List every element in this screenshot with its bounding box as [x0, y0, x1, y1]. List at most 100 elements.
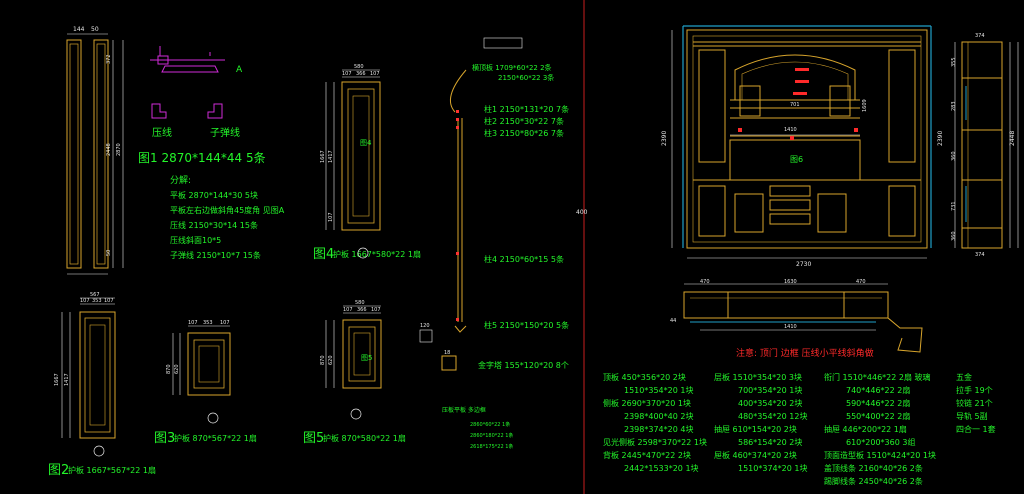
col3-row-1: 衔门 1510*446*22 2扇 玻璃 [824, 372, 931, 382]
cabinet-dim-height: 2390 [661, 131, 668, 146]
fig5-panel [342, 319, 382, 389]
side-dim-4: 731 [951, 201, 957, 211]
col2-row-1: 层板 1510*354*20 3块 [714, 372, 802, 382]
column-list-2: 2860*180*22 1条 [470, 432, 513, 439]
col3-row-8: 盖顶线条 2160*40*26 2条 [824, 463, 923, 473]
fig4-dim-width: 580 [354, 64, 364, 70]
fig2-dimension-lines [61, 297, 115, 438]
fig1-parts-header: 分解: [170, 174, 191, 186]
fig2-dim-c: 107 [104, 298, 114, 304]
fig4-inner-label: 图4 [360, 139, 372, 147]
col3-row-7: 顶面造型板 1510*424*20 1块 [824, 450, 936, 460]
col2-row-3: 400*354*20 2块 [738, 398, 802, 408]
hardware-row-3: 导轨 5副 [956, 411, 988, 421]
fig4-dim-b: 366 [356, 71, 366, 77]
fig3-label: 图3 [154, 431, 175, 446]
cabinet-note: 注意: 顶门 边框 压线小平线斜角做 [736, 347, 874, 359]
fig1-section-a-detail [150, 46, 225, 119]
fig1-part-5: 子弹线 2150*10*7 15条 [170, 250, 261, 260]
mold-label: 子弹线 [210, 126, 240, 139]
cabinet-dim-upper: 1609 [862, 99, 868, 112]
col2-row-7: 屉板 460*374*20 2块 [714, 450, 797, 460]
column-small-dim-2: 18 [444, 350, 450, 356]
fig3-dim-total: 870 [166, 364, 172, 374]
cabinet-label: 图6 [790, 155, 803, 164]
cabinet-dim-opening: 1410 [784, 127, 797, 133]
fig1-part-4: 压线斜面10*5 [170, 235, 221, 245]
column-list-3: 2618*175*22 1条 [470, 443, 513, 450]
fig3-dim-c: 107 [220, 320, 230, 326]
column-gold-label: 金字塔 155*120*20 8个 [478, 360, 569, 370]
fig2-dim-b: 353 [92, 298, 102, 304]
side-view-dimension-lines [954, 42, 1019, 248]
plan-dim-left: 470 [700, 279, 710, 285]
col1-row-4: 2398*400*40 2块 [624, 411, 693, 421]
col2-row-4: 480*354*20 12块 [738, 411, 807, 421]
plan-dim-side: 44 [670, 318, 676, 324]
side-dim-total: 2390 [937, 131, 944, 146]
fig3-dim-inner: 620 [174, 364, 180, 374]
col1-row-8: 2442*1533*20 1块 [624, 463, 699, 473]
material-table-col1: 顶板 450*356*20 2块 1510*354*20 1块 侧板 2690*… [603, 372, 707, 473]
fig3-dim-a: 107 [188, 320, 198, 326]
material-table-col2: 层板 1510*354*20 3块 700*354*20 1块 400*354*… [714, 372, 807, 473]
fig3-dimension-lines [172, 325, 230, 395]
fig4-panel [341, 81, 381, 231]
fig1-dim-bottom: 50 [106, 250, 112, 256]
fig5-dim-a: 107 [343, 307, 353, 313]
fig4-dimension-lines [325, 69, 380, 230]
col2-row-5: 抽屉 610*154*20 2块 [714, 424, 797, 434]
section-markers [93, 247, 369, 457]
plan-dim-center: 1630 [784, 279, 797, 285]
fig1-dim-top: 372 [106, 54, 112, 64]
column-top-label-1: 横顶板 1709*60*22 2条 [472, 63, 552, 72]
pressline-label: 压线 [152, 126, 172, 139]
hardware-row-2: 铰链 21个 [956, 398, 993, 408]
fig5-dim-inner: 620 [328, 355, 334, 365]
col3-row-3: 590*446*22 2扇 [846, 398, 910, 408]
cabinet-dimension-lines [671, 30, 927, 259]
col2-row-2: 700*354*20 1块 [738, 385, 802, 395]
col1-row-3: 侧板 2690*370*20 1块 [603, 398, 691, 408]
col1-row-5: 2398*374*20 4块 [624, 424, 693, 434]
fig1-dim-mid: 2448 [106, 143, 112, 156]
fig5-label: 图5 [303, 431, 324, 446]
column-label-4: 柱4 2150*60*15 5条 [484, 254, 564, 264]
fig5-dimension-lines [325, 305, 381, 388]
fig2-dim-a: 107 [80, 298, 90, 304]
fig1-dim-total: 2870 [116, 143, 122, 156]
fig2-dim-total: 1667 [54, 373, 60, 386]
col1-row-2: 1510*354*20 1块 [624, 385, 693, 395]
hardware-list: 五金 拉手 19个 铰链 21个 导轨 5副 四合一 1套 [956, 372, 996, 434]
column-profile [419, 37, 523, 371]
fig4-caption: 护板 1667*580*22 1扇 [333, 249, 421, 259]
fig1-dimensions [67, 33, 124, 275]
col3-row-5: 抽屉 446*200*22 1扇 [824, 424, 907, 434]
col1-row-7: 背板 2445*470*22 2块 [603, 450, 691, 460]
fig1-dim-width: 144 [73, 26, 85, 33]
cabinet-side-trims [682, 25, 932, 248]
fig4-dim-c: 107 [370, 71, 380, 77]
fig1-part-3: 压线 2150*30*14 15条 [170, 220, 258, 230]
cabinet-red-markers [738, 68, 858, 140]
fig1-title: 图1 2870*144*44 5条 [138, 151, 266, 165]
hardware-header: 五金 [956, 372, 972, 382]
column-top-label-2: 2150*60*22 3条 [498, 73, 554, 82]
col3-row-4: 550*400*22 2扇 [846, 411, 910, 421]
plan-dim-inner: 1410 [784, 324, 797, 330]
column-small-dim-1: 120 [420, 323, 430, 329]
column-markers [456, 110, 459, 321]
fig3-panel [187, 332, 231, 396]
fig5-inner-label: 图5 [361, 354, 372, 362]
material-table-col3: 衔门 1510*446*22 2扇 玻璃 740*446*22 2扇 590*4… [824, 372, 936, 486]
col1-row-1: 顶板 450*356*20 2块 [603, 372, 686, 382]
cabinet-dim-mid: 701 [790, 102, 800, 108]
hardware-row-4: 四合一 1套 [956, 424, 996, 434]
fig4-dim-inner: 1417 [328, 150, 334, 163]
cabinet-dim-width: 2730 [796, 261, 811, 268]
fig4-dim-bottom: 107 [328, 212, 334, 222]
side-dim-bottom: 374 [975, 252, 985, 258]
fig2-dim-width: 567 [90, 292, 100, 298]
side-dim-total-2: 2448 [1009, 131, 1016, 146]
